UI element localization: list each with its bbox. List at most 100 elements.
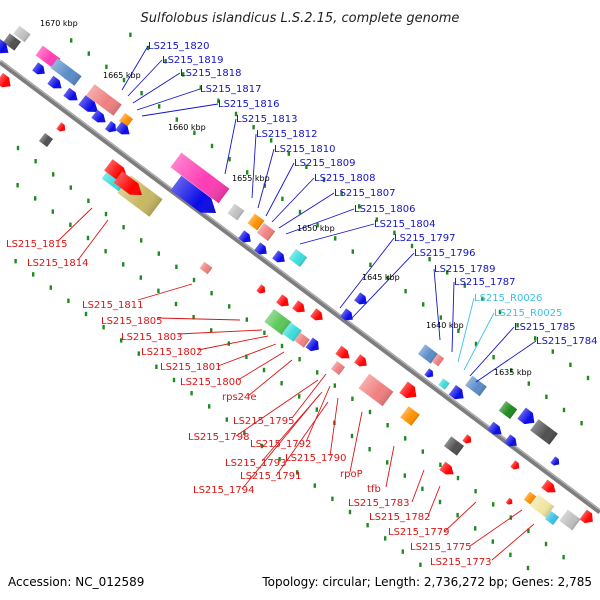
tick-mark	[350, 433, 354, 439]
tick-mark	[386, 423, 389, 428]
gene-arrow	[276, 294, 289, 307]
label-leader-line	[385, 445, 395, 488]
tick-mark	[87, 198, 90, 203]
label-leader-line	[339, 237, 395, 309]
gene-block	[294, 332, 310, 348]
gene-label-forward: LS215_1816	[218, 99, 279, 110]
tick-mark	[386, 460, 389, 465]
tick-mark	[129, 32, 132, 37]
gene-block	[38, 132, 54, 148]
gene-shade	[294, 332, 310, 348]
tick-mark	[298, 357, 301, 362]
gene-label-forward: LS215_1797	[394, 233, 455, 244]
gene-arrow	[91, 109, 106, 123]
kbp-label: 1665 kbp	[103, 71, 141, 80]
tick-mark	[403, 473, 406, 478]
label-leader-line	[241, 393, 321, 490]
gene-label-reverse: LS215_1791	[240, 471, 301, 482]
gene-label-rna: LS215_R0026	[474, 293, 542, 304]
gene-shade	[418, 344, 438, 364]
label-leader-line	[157, 317, 241, 321]
gene-label-reverse: LS215_1801	[160, 362, 221, 373]
label-leader-line	[463, 312, 495, 371]
label-leader-line	[217, 343, 277, 367]
label-leader-line	[224, 118, 237, 175]
tick-mark	[375, 217, 378, 222]
label-leader-line	[77, 219, 109, 261]
tick-mark	[316, 370, 319, 375]
gene-arrow	[113, 171, 142, 196]
gene-arrow	[256, 284, 266, 294]
gene-shade	[465, 375, 487, 397]
tick-mark	[439, 315, 442, 320]
gene-shade	[276, 294, 289, 307]
tick-mark	[192, 277, 196, 283]
label-leader-line	[457, 297, 475, 363]
tick-mark	[70, 38, 73, 43]
tick-mark	[322, 177, 326, 183]
gene-shade	[288, 248, 308, 268]
label-leader-line	[177, 329, 263, 335]
gene-label-forward: LS215_1813	[236, 114, 297, 125]
label-leader-line	[278, 192, 335, 229]
tick-mark	[428, 257, 431, 262]
tick-mark	[280, 343, 284, 349]
tick-mark	[140, 91, 143, 96]
gene-block	[529, 494, 555, 518]
gene-shade	[0, 72, 11, 88]
tick-mark	[225, 417, 228, 422]
gene-arrow	[238, 230, 251, 243]
gene-arrow	[354, 292, 367, 305]
label-leader-line	[475, 340, 537, 383]
gene-shade	[264, 308, 292, 336]
gene-shade	[199, 261, 213, 275]
gene-shade	[86, 84, 122, 116]
tick-mark	[419, 562, 422, 567]
map-title: Sulfolobus islandicus L.S.2.15, complete…	[141, 11, 460, 26]
gene-block	[431, 353, 445, 367]
gene-label-reverse: LS215_1800	[180, 377, 241, 388]
label-leader-line	[197, 335, 269, 351]
gene-arrow	[47, 75, 62, 89]
gene-shade	[272, 250, 285, 263]
tick-mark	[281, 196, 284, 201]
gene-shade	[510, 460, 520, 470]
tick-mark	[16, 145, 20, 151]
gene-arrow	[310, 308, 323, 321]
gene-arrow	[550, 456, 560, 466]
tick-mark	[334, 236, 337, 241]
tick-mark	[526, 565, 530, 571]
gene-label-reverse: LS215_1783	[348, 498, 409, 509]
kbp-label: 1640 kbp	[426, 321, 464, 330]
tick-mark	[210, 291, 213, 296]
gene-label-forward: LS215_1809	[294, 158, 355, 169]
gene-label-reverse: LS215_1794	[193, 485, 254, 496]
label-leader-line	[329, 397, 339, 457]
tick-mark	[122, 262, 125, 267]
tick-mark	[14, 259, 17, 264]
tick-mark	[316, 223, 319, 228]
tick-mark	[122, 77, 126, 83]
gene-arrow	[63, 87, 78, 101]
gene-label-forward: LS215_1785	[514, 322, 575, 333]
gene-block	[438, 378, 450, 390]
label-leader-line	[251, 133, 257, 199]
gene-block	[330, 360, 346, 376]
tick-mark	[32, 272, 35, 277]
gene-arrow	[292, 300, 305, 313]
gene-arrow	[448, 384, 464, 400]
gene-shade	[400, 406, 420, 426]
label-leader-line	[299, 223, 375, 245]
gene-arrow	[0, 38, 9, 54]
gene-arrow	[170, 175, 216, 214]
tick-mark	[551, 349, 554, 354]
label-leader-line	[235, 379, 319, 437]
tick-mark	[586, 375, 590, 381]
gene-shade	[50, 58, 82, 86]
gene-arrow	[32, 62, 45, 75]
gene-block	[199, 261, 213, 275]
gene-block	[498, 400, 518, 420]
tick-mark	[104, 211, 108, 217]
label-leader-line	[411, 469, 425, 503]
label-leader-line	[271, 177, 315, 223]
